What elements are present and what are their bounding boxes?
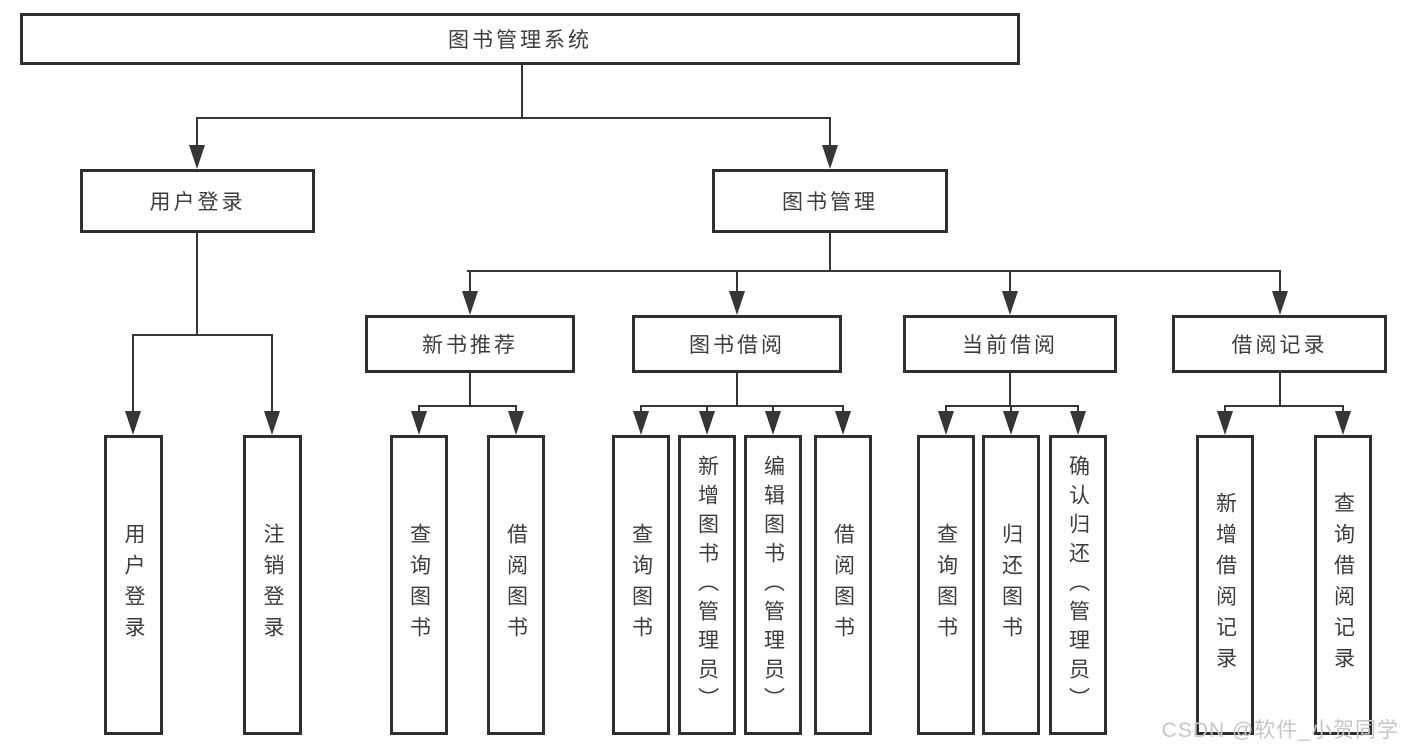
- connector-record-bar: [1225, 405, 1344, 407]
- connector-record-stem: [1279, 373, 1281, 406]
- leaf-recommend-query-book: 查询图书: [390, 435, 448, 735]
- arrow-borrow-add: [699, 411, 715, 435]
- connector-drop-borrow-edit: [772, 405, 774, 413]
- arrow-record-query: [1335, 411, 1351, 435]
- node-new-book-recommend: 新书推荐: [365, 315, 575, 373]
- leaf-current-query-book-label: 查询图书: [934, 523, 958, 647]
- node-borrow-record: 借阅记录: [1172, 315, 1387, 373]
- leaf-recommend-borrow-book-label: 借阅图书: [504, 523, 528, 647]
- arrow-leaf-logout: [264, 411, 280, 435]
- connector-borrow-stem: [736, 373, 738, 406]
- connector-root-bar: [197, 117, 831, 119]
- arrow-book-management: [822, 145, 838, 169]
- connector-drop-current-query: [945, 405, 947, 413]
- connector-drop-leaf-user-login: [132, 334, 134, 412]
- node-current-borrow-label: 当前借阅: [962, 334, 1058, 357]
- node-book-borrow: 图书借阅: [632, 315, 842, 373]
- connector-drop-leaf-logout: [271, 334, 273, 412]
- leaf-logout-label: 注销登录: [261, 523, 284, 647]
- leaf-borrow-query-book-label: 查询图书: [629, 523, 653, 647]
- arrow-new-book-recommend: [462, 291, 478, 315]
- connector-drop-book-management: [829, 117, 831, 147]
- leaf-borrow-borrow-book-label: 借阅图书: [831, 523, 855, 647]
- leaf-borrow-borrow-book: 借阅图书: [814, 435, 872, 735]
- connector-root-stem: [521, 65, 523, 118]
- connector-drop-current-confirm: [1077, 405, 1079, 413]
- leaf-current-confirm-return-admin: 确认归还（管理员）: [1049, 435, 1107, 735]
- node-book-management: 图书管理: [712, 169, 948, 233]
- node-current-borrow: 当前借阅: [903, 315, 1117, 373]
- arrow-book-borrow: [729, 291, 745, 315]
- arrow-borrow-edit: [765, 411, 781, 435]
- leaf-record-add-label: 新增借阅记录: [1213, 492, 1237, 678]
- connector-current-stem: [1009, 373, 1011, 406]
- arrow-recommend-borrow: [508, 411, 524, 435]
- node-root-label: 图书管理系统: [448, 29, 592, 52]
- connector-drop-borrow-record: [1279, 270, 1281, 293]
- connector-drop-borrow-add: [706, 405, 708, 413]
- connector-user-login-bar: [133, 334, 273, 336]
- arrow-current-borrow: [1002, 291, 1018, 315]
- node-user-login: 用户登录: [80, 169, 315, 233]
- leaf-borrow-add-book-admin: 新增图书（管理员）: [678, 435, 736, 735]
- connector-drop-record-query: [1342, 405, 1344, 413]
- leaf-user-login: 用户登录: [104, 435, 163, 735]
- connector-user-login-stem: [196, 233, 198, 336]
- arrow-borrow-query: [633, 411, 649, 435]
- leaf-current-return-book-label: 归还图书: [999, 523, 1023, 647]
- connector-recommend-bar: [419, 405, 517, 407]
- node-book-borrow-label: 图书借阅: [689, 334, 785, 357]
- connector-drop-book-borrow: [736, 270, 738, 293]
- leaf-recommend-query-book-label: 查询图书: [407, 523, 431, 647]
- arrow-leaf-user-login: [125, 411, 141, 435]
- arrow-record-add: [1217, 411, 1233, 435]
- connector-drop-current-return: [1010, 405, 1012, 413]
- leaf-borrow-edit-book-admin-label: 编辑图书（管理员）: [761, 454, 785, 716]
- node-book-management-label: 图书管理: [782, 191, 878, 214]
- connector-drop-record-add: [1224, 405, 1226, 413]
- leaf-current-confirm-return-admin-label: 确认归还（管理员）: [1066, 454, 1090, 716]
- node-borrow-record-label: 借阅记录: [1231, 334, 1328, 357]
- leaf-recommend-borrow-book: 借阅图书: [487, 435, 545, 735]
- leaf-user-login-label: 用户登录: [122, 523, 145, 647]
- arrow-current-query: [938, 411, 954, 435]
- csdn-watermark: CSDN @软件_小贺同学: [1161, 719, 1399, 742]
- node-new-book-recommend-label: 新书推荐: [422, 334, 518, 357]
- connector-drop-new-book-recommend: [469, 270, 471, 293]
- leaf-borrow-query-book: 查询图书: [612, 435, 670, 735]
- connector-borrow-bar: [641, 405, 844, 407]
- arrow-borrow-record: [1272, 291, 1288, 315]
- leaf-current-return-book: 归还图书: [982, 435, 1040, 735]
- connector-drop-borrow-borrow: [842, 405, 844, 413]
- connector-drop-current-borrow: [1009, 270, 1011, 293]
- leaf-record-query-label: 查询借阅记录: [1331, 492, 1355, 678]
- leaf-record-query: 查询借阅记录: [1314, 435, 1372, 735]
- connector-drop-borrow-query: [640, 405, 642, 413]
- leaf-record-add: 新增借阅记录: [1196, 435, 1254, 735]
- connector-book-management-bar: [467, 270, 1281, 272]
- arrow-current-return: [1003, 411, 1019, 435]
- arrow-user-login: [189, 145, 205, 169]
- connector-current-bar: [946, 405, 1079, 407]
- connector-book-management-stem: [829, 233, 831, 272]
- arrow-borrow-borrow: [835, 411, 851, 435]
- node-root: 图书管理系统: [20, 13, 1020, 65]
- arrow-current-confirm: [1070, 411, 1086, 435]
- leaf-logout: 注销登录: [243, 435, 302, 735]
- connector-drop-recommend-borrow: [515, 405, 517, 413]
- connector-drop-recommend-query: [418, 405, 420, 413]
- arrow-recommend-query: [411, 411, 427, 435]
- leaf-borrow-add-book-admin-label: 新增图书（管理员）: [695, 454, 719, 716]
- connector-drop-user-login: [196, 117, 198, 147]
- connector-recommend-stem: [469, 373, 471, 406]
- leaf-current-query-book: 查询图书: [917, 435, 975, 735]
- node-user-login-label: 用户登录: [149, 191, 246, 214]
- leaf-borrow-edit-book-admin: 编辑图书（管理员）: [744, 435, 802, 735]
